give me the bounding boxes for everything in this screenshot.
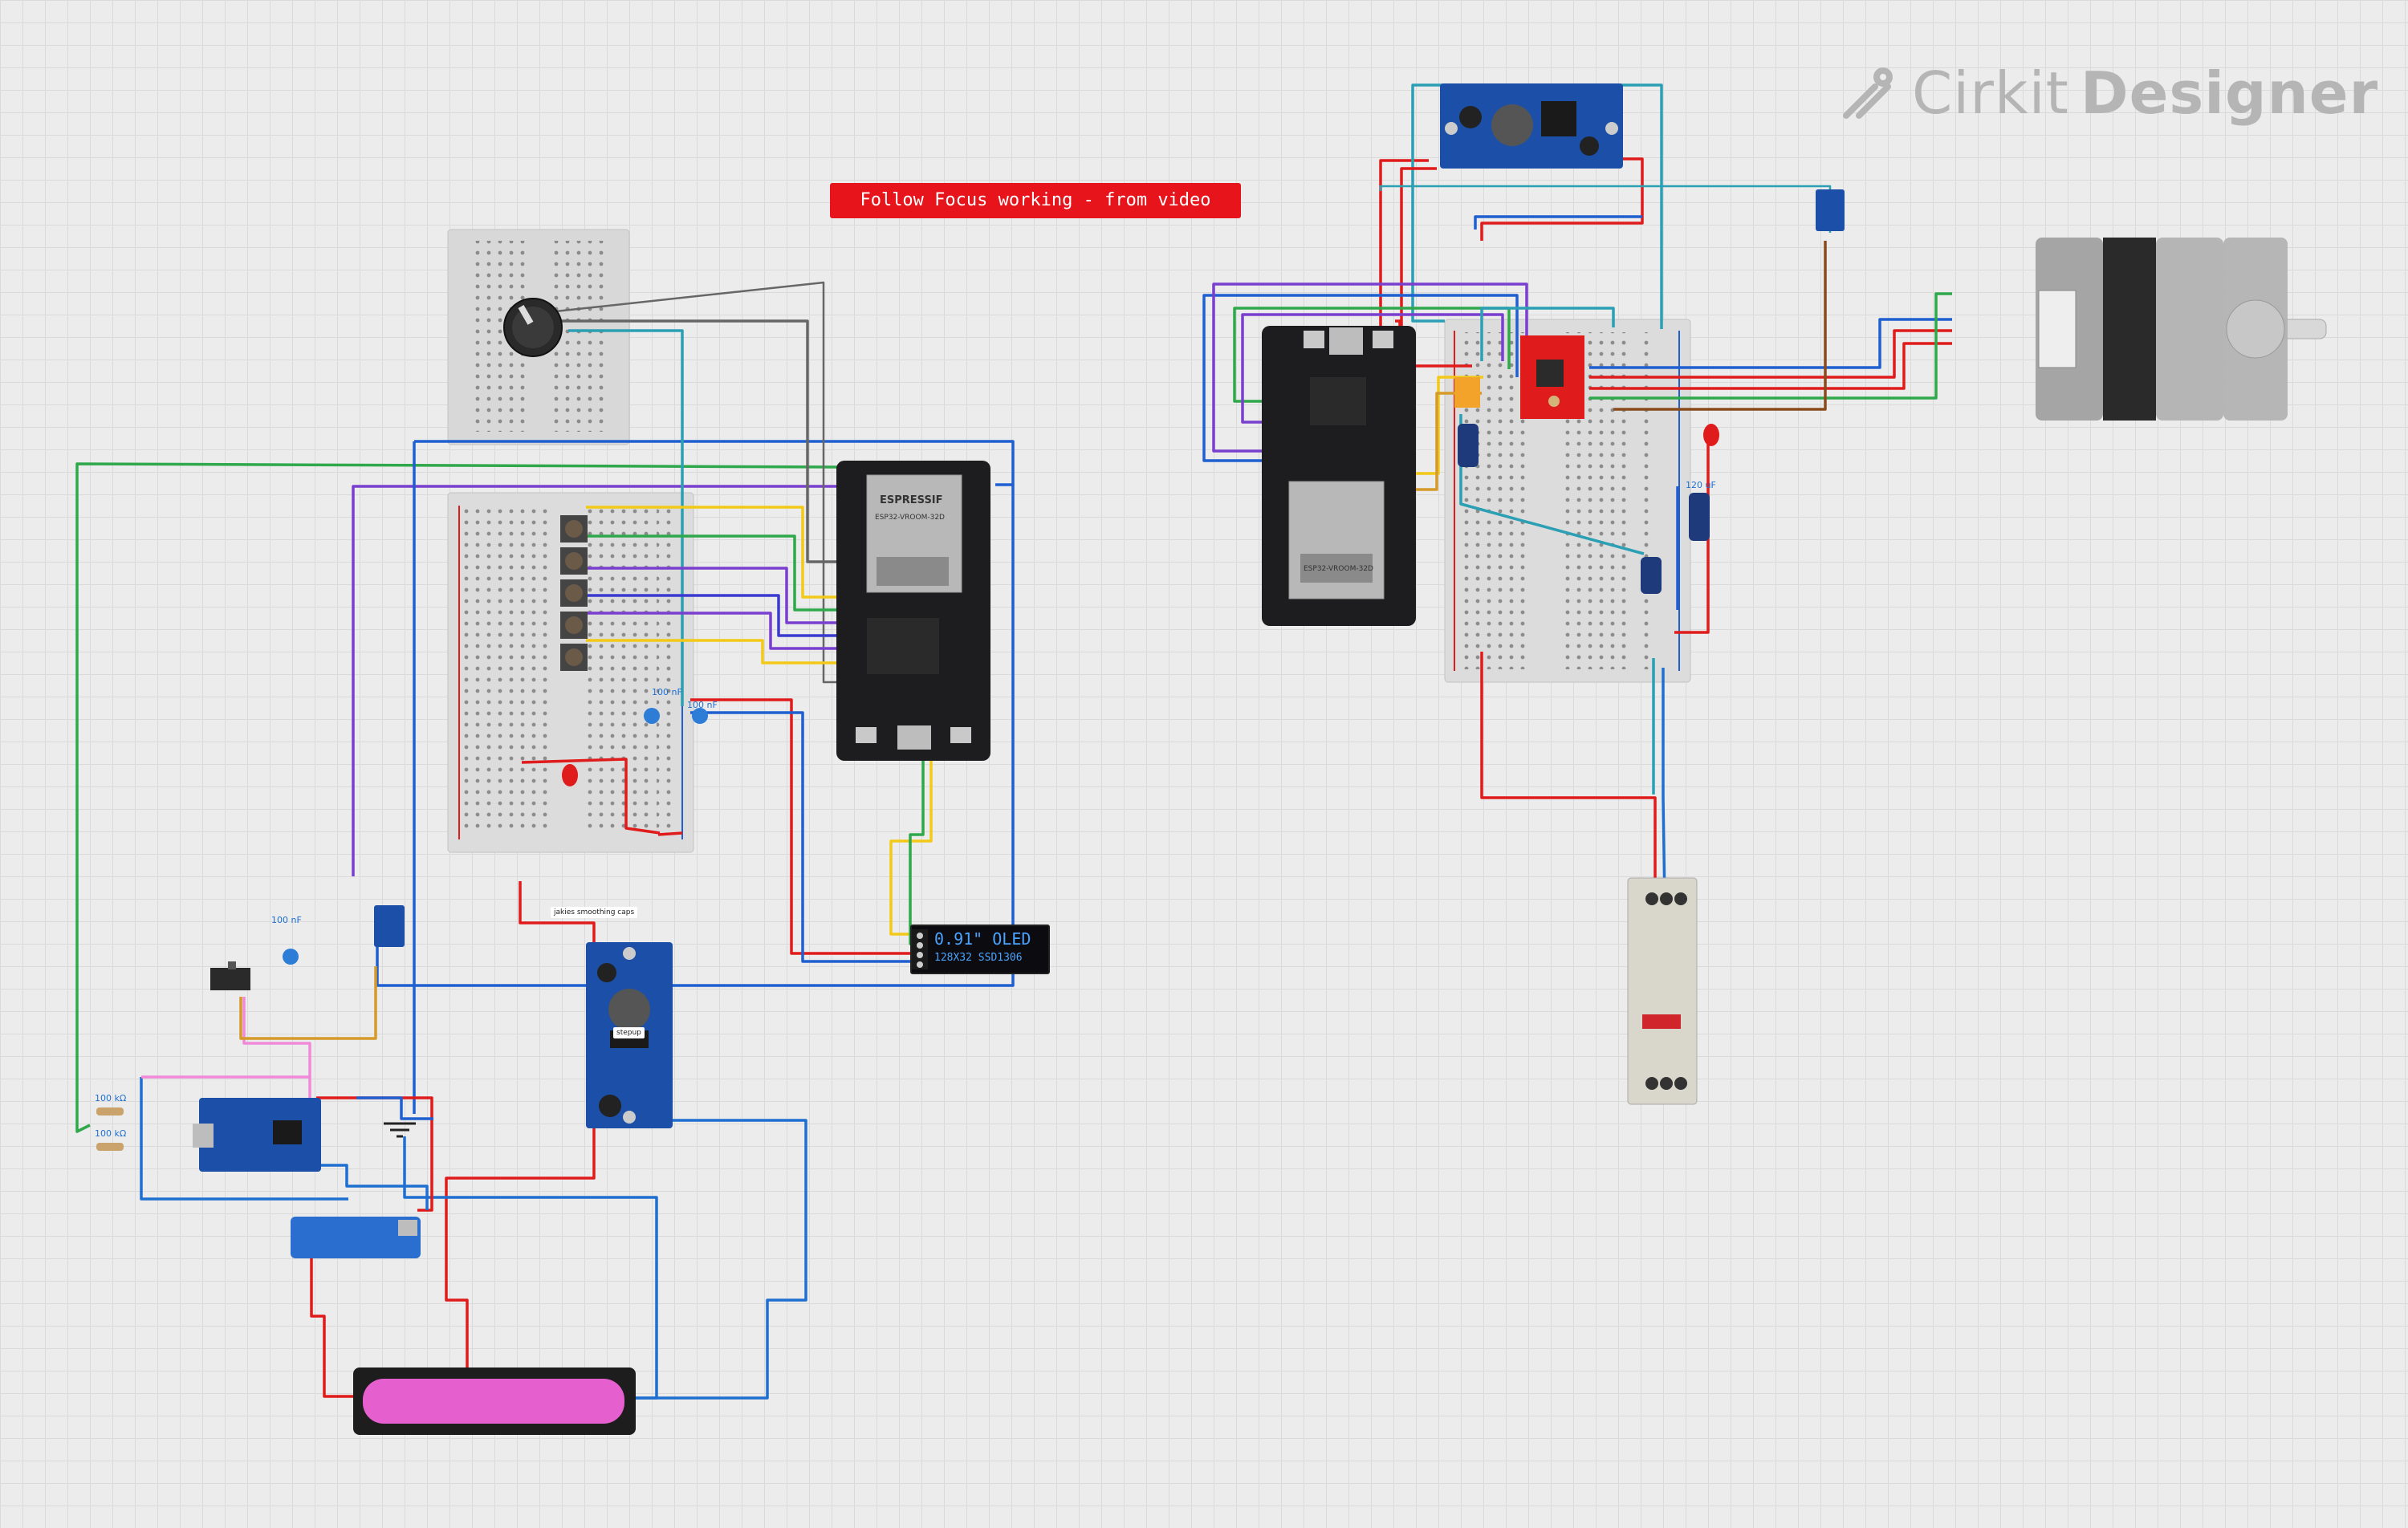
- push-buttons[interactable]: [560, 515, 588, 671]
- breadboard-main-left[interactable]: [447, 492, 694, 853]
- mean-well-power-supply[interactable]: [1627, 877, 1698, 1105]
- push-button-5[interactable]: [560, 644, 588, 671]
- wires: [75, 83, 1952, 1400]
- electrolytic-cap-right-a: [1458, 424, 1479, 467]
- cap-label-standalone: 100 nF: [271, 915, 302, 925]
- cap-label-left-a: 100 nF: [652, 687, 682, 697]
- led-left: [562, 764, 578, 786]
- esp32-board-left[interactable]: [836, 461, 990, 761]
- diagram-title: Follow Focus working - from video: [830, 183, 1241, 218]
- res-label-b: 100 kΩ: [95, 1128, 127, 1139]
- sensor-module-right[interactable]: [1816, 189, 1845, 231]
- esp32-right-model: ESP32-VROOM-32D: [1304, 565, 1373, 573]
- push-button-4[interactable]: [560, 612, 588, 639]
- oled-line2: 128X32 SSD1306: [934, 952, 1023, 964]
- res-label-a: 100 kΩ: [95, 1093, 127, 1103]
- cirkit-logo-icon: [1843, 67, 1893, 119]
- logo-brand-bold: Designer: [2080, 59, 2379, 127]
- push-button-3[interactable]: [560, 579, 588, 607]
- oled-display[interactable]: 0.91" OLED 128X32 SSD1306: [910, 925, 1050, 974]
- electrolytic-cap-right-b: [1689, 493, 1710, 541]
- stepper-driver[interactable]: [1520, 335, 1584, 419]
- cap-label-right: 120 uF: [1686, 480, 1716, 490]
- oled-pins: [912, 929, 928, 969]
- logo-brand-light: Cirkit: [1912, 59, 2069, 127]
- note-smoothing-caps: jakies smoothing caps: [551, 907, 638, 918]
- oled-line1: 0.91" OLED: [934, 929, 1031, 949]
- buck-converter-top[interactable]: [1440, 83, 1623, 169]
- slide-switch[interactable]: [210, 961, 250, 990]
- ground-symbol: [384, 1122, 416, 1138]
- esp32-left-model: ESP32-VROOM-32D: [875, 514, 945, 522]
- push-button-2[interactable]: [560, 547, 588, 575]
- logic-chip[interactable]: [1454, 377, 1480, 408]
- esp32-left-brand: ESPRESSIF: [880, 494, 943, 506]
- bms-module[interactable]: [291, 1217, 421, 1258]
- esp32-board-right[interactable]: [1262, 326, 1416, 626]
- stepper-motor[interactable]: [2036, 238, 2327, 421]
- capacitor-100nf-standalone: [283, 949, 299, 965]
- push-button-1[interactable]: [560, 515, 588, 543]
- sensor-module-left[interactable]: [374, 905, 405, 947]
- battery-18650[interactable]: [353, 1367, 636, 1435]
- capacitor-100nf-left-b: [692, 708, 708, 724]
- cap-label-left-b: 100 nF: [687, 700, 718, 710]
- resistor-100k-b: [96, 1143, 124, 1151]
- tp4056-charger[interactable]: [193, 1098, 321, 1172]
- led-right: [1703, 424, 1719, 446]
- resistor-100k-a: [96, 1107, 124, 1116]
- electrolytic-cap-right-c: [1641, 557, 1662, 594]
- capacitor-100nf-left-a: [644, 708, 660, 724]
- rotary-potentiometer[interactable]: [503, 298, 563, 357]
- note-stepup: stepup: [613, 1027, 645, 1038]
